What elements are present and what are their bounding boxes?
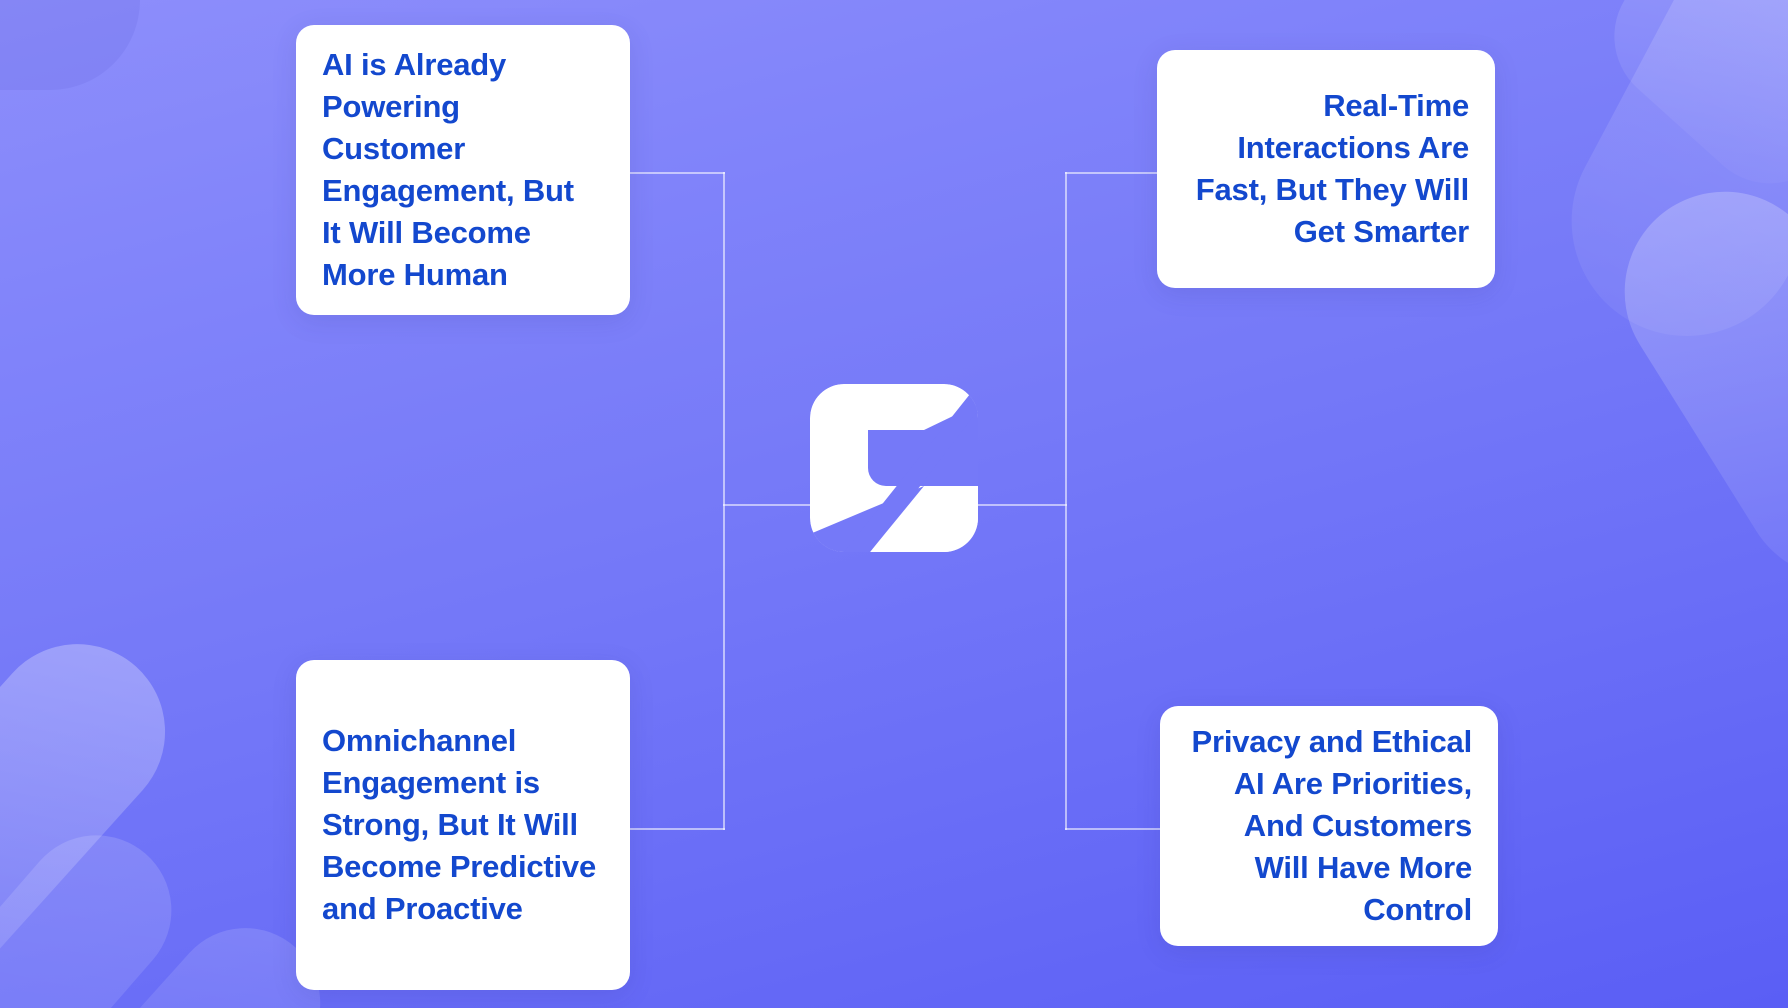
connector-stub-top-left [630,172,725,174]
card-bottom-left-text: Omnichannel Engagement is Strong, But It… [322,722,597,927]
card-top-right[interactable]: Real-Time Interactions Are Fast, But The… [1157,50,1495,288]
connector-center-left [723,504,817,506]
connector-stub-bottom-left [630,828,725,830]
card-bottom-right-text: Privacy and Ethical AI Are Priorities, A… [1191,723,1473,928]
connector-stub-bottom-right [1065,828,1160,830]
connector-center-right [971,504,1067,506]
brand-logo [810,384,978,552]
decorative-corner-shape-top-left [0,0,140,90]
brand-logo-icon [810,384,978,552]
decorative-blob-right [1586,153,1788,617]
decorative-blob-top-right [1531,0,1788,377]
connector-stub-top-right [1065,172,1160,174]
decorative-blob-bottom-left-lower [0,804,203,1008]
card-bottom-right[interactable]: Privacy and Ethical AI Are Priorities, A… [1160,706,1498,946]
card-bottom-left[interactable]: Omnichannel Engagement is Strong, But It… [296,660,630,990]
card-top-left[interactable]: AI is Already Powering Customer Engageme… [296,25,630,315]
card-top-left-text: AI is Already Powering Customer Engageme… [322,46,574,293]
connector-left-vertical [723,172,725,830]
decorative-blob-top-right-small [1585,0,1788,213]
decorative-blob-bottom-left [0,608,202,1008]
connector-right-vertical [1065,172,1067,830]
card-top-right-text: Real-Time Interactions Are Fast, But The… [1195,87,1469,250]
